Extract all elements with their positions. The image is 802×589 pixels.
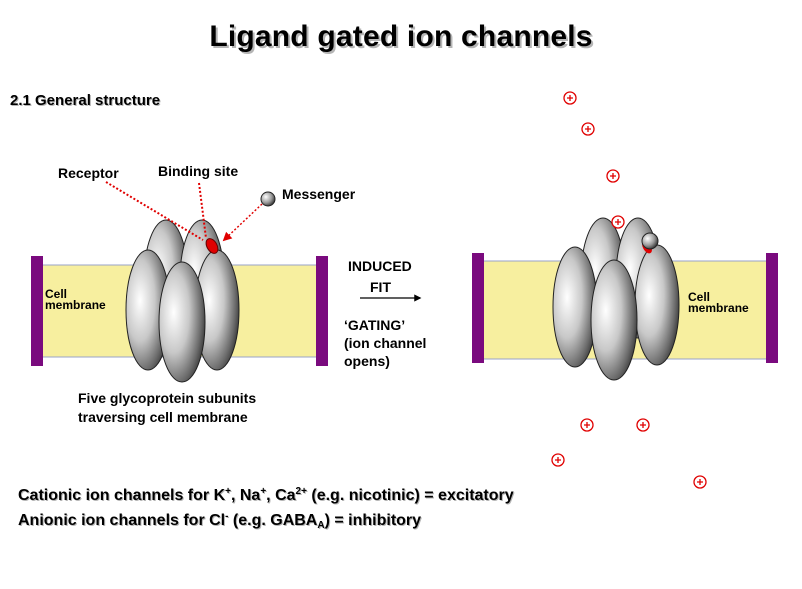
gating-line3: opens) [344,353,390,369]
subunits-caption: Five glycoprotein subunits traversing ce… [78,389,256,427]
messenger-pointer [222,203,263,242]
messenger-ball [260,191,276,207]
receptor-label: Receptor [58,165,119,181]
gating-label: ‘GATING’ (ion channel opens) [344,316,426,370]
subunits-line1: Five glycoprotein subunits [78,390,257,406]
section-heading: 2.1 General structure [10,92,161,109]
messenger-label: Messenger [282,186,356,202]
binding-site-marker [205,238,219,254]
cell-membrane-label-left: Cell membrane [45,287,106,312]
fit-label: FIT [370,279,391,295]
binding-site-pointer [198,182,207,239]
gating-line2: (ion channel [344,335,427,351]
binding-site-label: Binding site [158,163,239,179]
cationic-statement: Cationic ion channels for K+, Na+, Ca2+ … [18,486,514,505]
page-title: Ligand gated ion channels [209,20,593,53]
subunits-line2: traversing cell membrane [78,409,248,425]
cell-membrane-left-line2: membrane [45,298,106,312]
gating-line1: ‘GATING’ [344,317,406,333]
cell-membrane-right-line1: Cell [688,290,711,304]
receptor-closed [125,219,240,383]
cell-membrane-label-right: Cell membrane [688,290,749,315]
cell-membrane-right-line2: membrane [688,301,749,315]
receptor-open [552,217,680,381]
anionic-statement: Anionic ion channels for Cl- (e.g. GABAA… [18,511,422,531]
receptor-pointer [105,181,204,241]
ions [551,91,707,489]
messenger-bound [641,232,659,250]
cell-membrane-left-line1: Cell [45,287,68,301]
induced-label: INDUCED [348,258,412,274]
